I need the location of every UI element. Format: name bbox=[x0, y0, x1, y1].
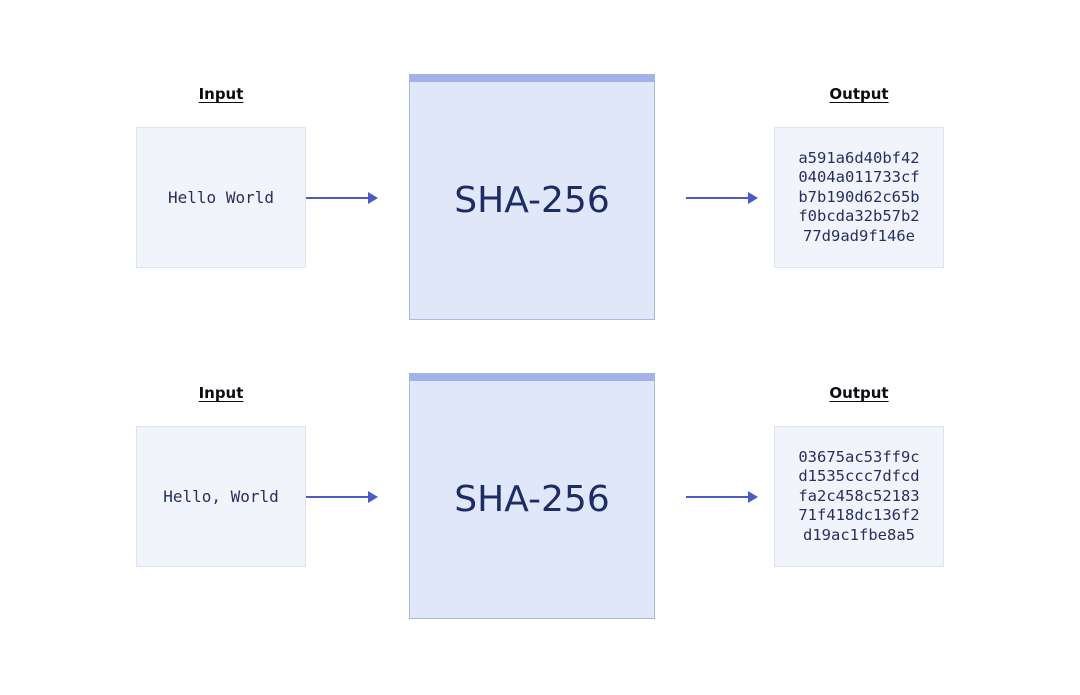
arrow-input-to-hash bbox=[306, 192, 378, 204]
hash-function-box: SHA-256 bbox=[409, 74, 655, 320]
output-line: b7b190d62c65b bbox=[798, 187, 920, 206]
output-line: d1535ccc7dfcd bbox=[798, 467, 920, 486]
output-line: 0404a011733cf bbox=[798, 168, 920, 187]
hash-function-box: SHA-256 bbox=[409, 373, 655, 619]
hash-function-label: SHA-256 bbox=[454, 180, 610, 221]
hash-row-1: Input Hello World SHA-256 Output a591a6d… bbox=[0, 0, 1080, 320]
output-line: a591a6d40bf42 bbox=[798, 148, 920, 167]
input-box: Hello, World bbox=[136, 426, 306, 567]
output-line: 71f418dc136f2 bbox=[798, 506, 920, 525]
input-text: Hello, World bbox=[163, 487, 279, 506]
hash-function-label: SHA-256 bbox=[454, 479, 610, 520]
hash-row-2: Input Hello, World SHA-256 Output 03675a… bbox=[0, 299, 1080, 619]
arrow-hash-to-output bbox=[686, 491, 758, 503]
input-label: Input bbox=[198, 384, 244, 402]
output-box: 03675ac53ff9c d1535ccc7dfcd fa2c458c5218… bbox=[774, 426, 944, 567]
output-label: Output bbox=[829, 85, 889, 103]
output-line: 03675ac53ff9c bbox=[798, 447, 920, 466]
output-box: a591a6d40bf42 0404a011733cf b7b190d62c65… bbox=[774, 127, 944, 268]
arrow-input-to-hash bbox=[306, 491, 378, 503]
input-label: Input bbox=[198, 85, 244, 103]
arrow-hash-to-output bbox=[686, 192, 758, 204]
input-text: Hello World bbox=[168, 188, 274, 207]
output-line: f0bcda32b57b2 bbox=[798, 207, 920, 226]
output-line: fa2c458c52183 bbox=[798, 486, 920, 505]
output-line: 77d9ad9f146e bbox=[803, 226, 915, 245]
input-box: Hello World bbox=[136, 127, 306, 268]
output-line: d19ac1fbe8a5 bbox=[803, 525, 915, 544]
output-label: Output bbox=[829, 384, 889, 402]
